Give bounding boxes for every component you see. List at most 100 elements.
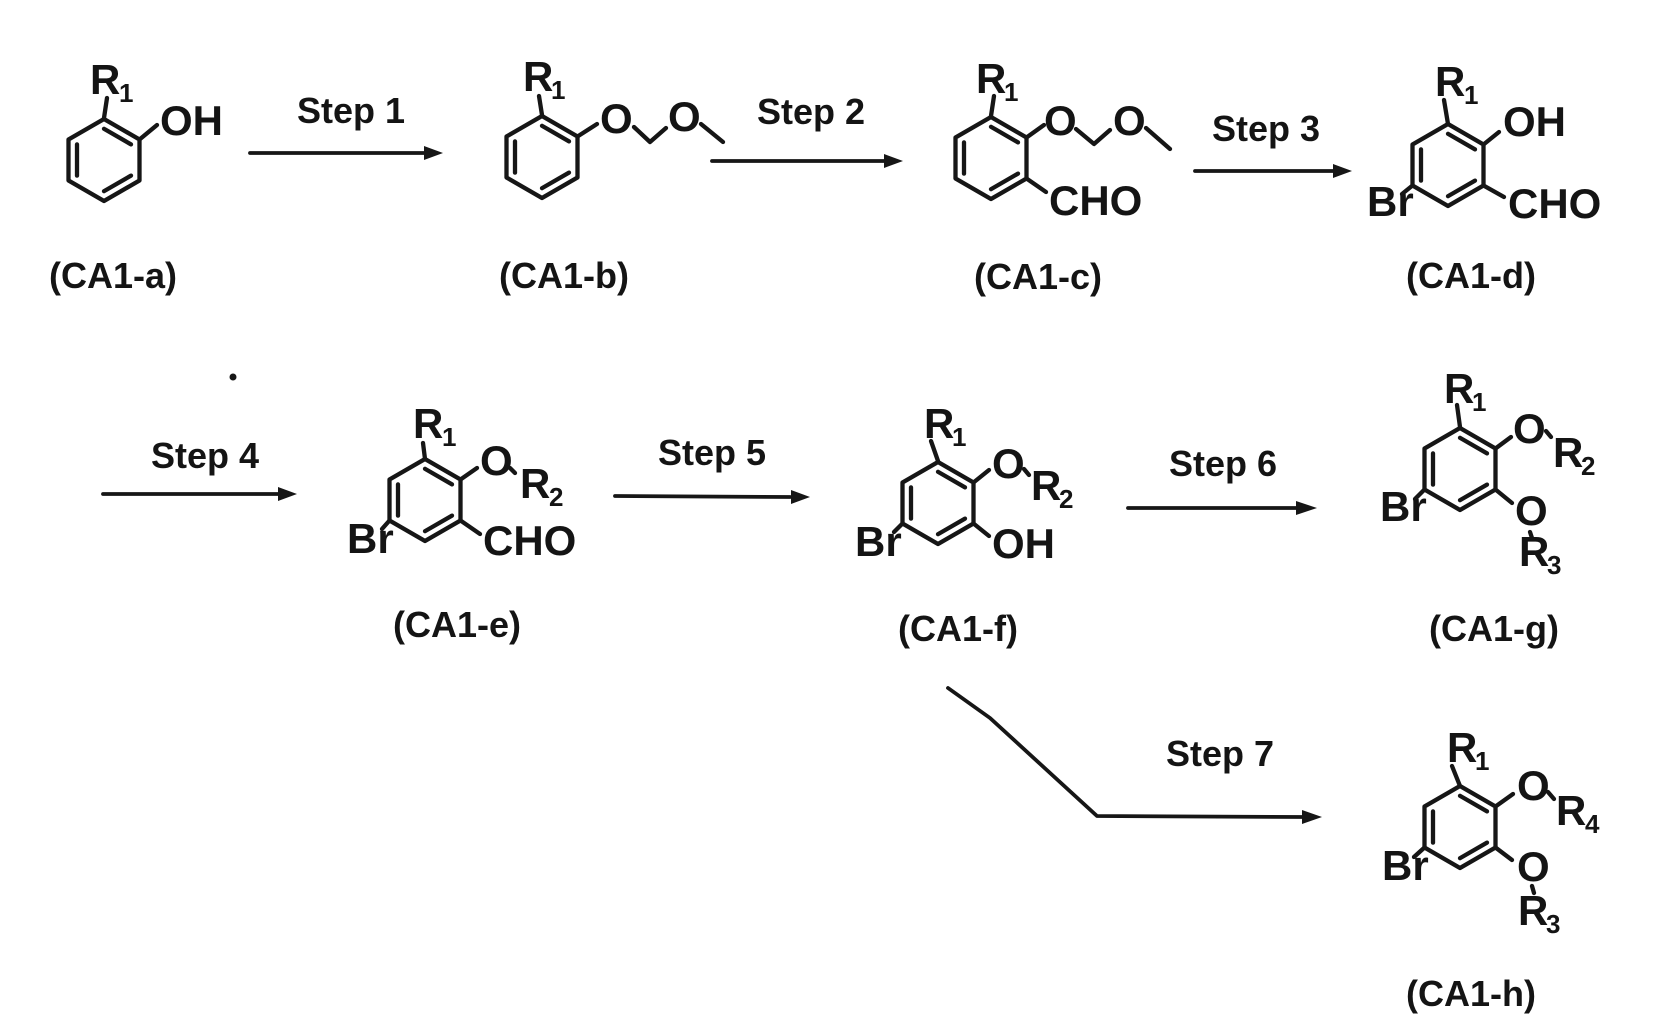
ether-o-label: O <box>480 437 513 484</box>
r1-label: R <box>90 56 120 103</box>
aldehyde-label: CHO <box>1508 180 1601 227</box>
r1-bond <box>1441 97 1451 127</box>
ether-o-bottom-label: O <box>1517 843 1550 890</box>
mom-o2-label: O <box>1113 97 1146 144</box>
step2-arrow: Step 2 <box>710 91 903 168</box>
br-bond <box>1412 487 1427 502</box>
br-bond <box>1411 845 1427 860</box>
r1-subscript: 1 <box>551 75 565 105</box>
o-bond <box>971 467 992 485</box>
benzene-ring <box>69 119 140 201</box>
r3-subscript: 3 <box>1546 909 1560 939</box>
arrow-head <box>884 154 903 168</box>
oh-bond <box>971 521 992 539</box>
r1-label: R <box>523 53 553 100</box>
r3-label: R <box>1518 887 1548 934</box>
cho-bond <box>1024 176 1049 195</box>
r1-bond <box>1449 763 1463 789</box>
r3-label: R <box>1519 528 1549 575</box>
r1-subscript: 1 <box>1475 746 1489 776</box>
r4-label: R <box>1556 787 1586 834</box>
step1-arrow: Step 1 <box>248 90 443 160</box>
benzene-ring <box>390 459 461 541</box>
hydroxyl-label: OH <box>1503 98 1566 145</box>
cho-bond <box>458 518 483 537</box>
compound-label-ca1h: (CA1-h) <box>1406 973 1536 1014</box>
r1-subscript: 1 <box>119 78 133 108</box>
o-bond <box>458 465 480 482</box>
mom-chain-bond <box>631 124 669 145</box>
r2-label: R <box>1553 429 1583 476</box>
ether-o-label: O <box>992 440 1025 487</box>
molecule-ca1g: R 1 O R 2 Br O R 3 (CA1-g) <box>1380 365 1595 649</box>
step1-label: Step 1 <box>297 90 405 131</box>
o-bottom-bond <box>1493 845 1515 863</box>
compound-label-ca1e: (CA1-e) <box>393 604 521 645</box>
arrow-head <box>791 490 810 504</box>
o-bottom-bond <box>1493 487 1515 506</box>
molecule-ca1b: R 1 O O (CA1-b) <box>499 53 726 296</box>
r1-bond <box>536 93 545 118</box>
oh-bond <box>137 122 160 142</box>
br-bond <box>891 521 905 535</box>
benzene-ring <box>1413 124 1484 206</box>
r1-subscript: 1 <box>1472 387 1486 417</box>
benzene-ring <box>956 117 1027 199</box>
ether-o-bottom-label: O <box>1515 487 1548 534</box>
step5-label: Step 5 <box>658 432 766 473</box>
hydroxyl-label: OH <box>992 520 1055 567</box>
ink-speck <box>229 373 237 381</box>
methyl-bond <box>698 121 726 145</box>
molecule-ca1f: R 1 O R 2 Br OH (CA1-f) <box>855 400 1073 649</box>
ether-o-top-label: O <box>1513 405 1546 452</box>
r3-subscript: 3 <box>1547 550 1561 580</box>
o-top-bond <box>1493 434 1514 451</box>
aldehyde-label: CHO <box>483 517 576 564</box>
r1-label: R <box>924 400 954 447</box>
r4-subscript: 4 <box>1585 809 1600 839</box>
r2-subscript: 2 <box>549 482 563 512</box>
r2-subscript: 2 <box>1581 451 1595 481</box>
hydroxyl-label: OH <box>160 97 223 144</box>
r1-subscript: 1 <box>442 422 456 452</box>
benzene-ring <box>1425 428 1496 510</box>
r1-bond <box>928 438 941 464</box>
aldehyde-label: CHO <box>1049 177 1142 224</box>
r1-subscript: 1 <box>1004 77 1018 107</box>
bromo-label: Br <box>347 515 394 562</box>
o-bond <box>575 121 600 139</box>
o-r3-bond <box>1529 883 1537 896</box>
br-bond <box>379 518 392 532</box>
arrow-line <box>946 686 1304 819</box>
oh-bond <box>1481 129 1502 147</box>
mom-o1-label: O <box>600 95 633 142</box>
molecule-ca1d: R 1 OH Br CHO (CA1-d) <box>1367 58 1601 296</box>
step2-label: Step 2 <box>757 91 865 132</box>
bromo-label: Br <box>1382 842 1429 889</box>
br-bond <box>1399 183 1415 197</box>
step3-arrow: Step 3 <box>1193 108 1352 178</box>
r1-label: R <box>976 55 1006 102</box>
step6-arrow: Step 6 <box>1126 443 1317 515</box>
arrow-head <box>278 487 297 501</box>
benzene-ring <box>903 462 974 544</box>
step4-arrow: Step 4 <box>101 435 297 501</box>
step3-label: Step 3 <box>1212 108 1320 149</box>
step6-label: Step 6 <box>1169 443 1277 484</box>
step7-label: Step 7 <box>1166 733 1274 774</box>
o-top-bond <box>1493 791 1516 809</box>
arrow-head <box>424 146 443 160</box>
mom-chain-bond <box>1073 126 1113 147</box>
benzene-ring <box>507 116 578 198</box>
r2-subscript: 2 <box>1059 484 1073 514</box>
ether-o-top-label: O <box>1517 762 1550 809</box>
compound-label-ca1b: (CA1-b) <box>499 255 629 296</box>
r2-label: R <box>1031 462 1061 509</box>
step5-arrow: Step 5 <box>613 432 810 504</box>
r1-bond <box>101 95 110 121</box>
r1-label: R <box>413 400 443 447</box>
mom-o2-label: O <box>668 93 701 140</box>
step7-arrow: Step 7 <box>946 686 1322 824</box>
r1-bond <box>1454 402 1463 430</box>
